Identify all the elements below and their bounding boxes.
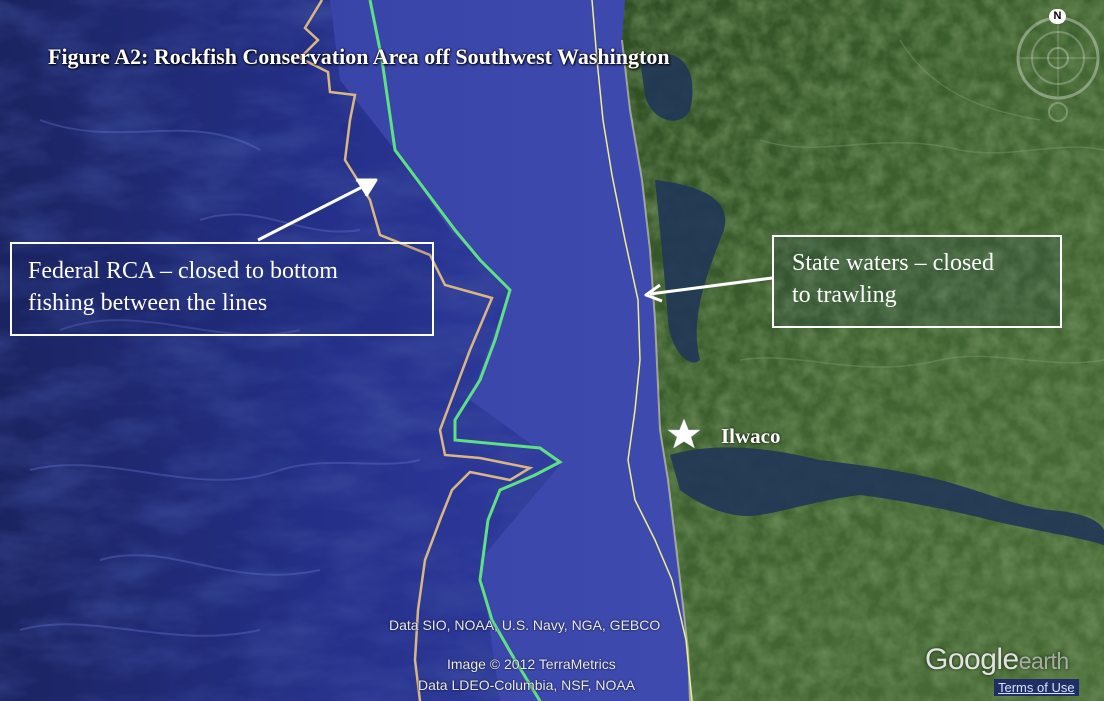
federal-arrow (257, 178, 378, 242)
state-arrow (644, 276, 773, 303)
state-waters-boundary (591, 0, 693, 701)
state-waters-callout-line-2: to trawling (792, 281, 897, 308)
star-icon (667, 418, 701, 449)
terms-of-use-link[interactable]: Terms of Use (994, 679, 1079, 696)
rca-outer-boundary (297, 0, 534, 701)
federal-rca-callout: Federal RCA – closed to bottom fishing b… (10, 242, 434, 336)
google-earth-logo: Googleearth (925, 643, 1069, 677)
map-title: Figure A2: Rockfish Conservation Area of… (48, 44, 670, 69)
logo-earth-text: earth (1018, 648, 1069, 674)
federal-rca-callout-line-1: Federal RCA – closed to bottom (28, 258, 338, 284)
attribution-ldeo: Data LDEO-Columbia, NSF, NOAA (418, 677, 636, 693)
compass-icon[interactable] (1010, 8, 1104, 124)
compass-north-label: N (1049, 9, 1066, 24)
state-waters-callout: State waters – closed to trawling (772, 235, 1062, 328)
attribution-data: Data SIO, NOAA, U.S. Navy, NGA, GEBCO (389, 617, 661, 633)
logo-google-text: Google (925, 643, 1019, 676)
rca-inner-boundary (368, 0, 563, 701)
state-waters-callout-line-1: State waters – closed (792, 250, 994, 276)
attribution-image: Image © 2012 TerraMetrics (447, 656, 616, 672)
federal-rca-callout-line-2: fishing between the lines (28, 289, 268, 316)
town-label-ilwaco: Ilwaco (721, 424, 781, 448)
